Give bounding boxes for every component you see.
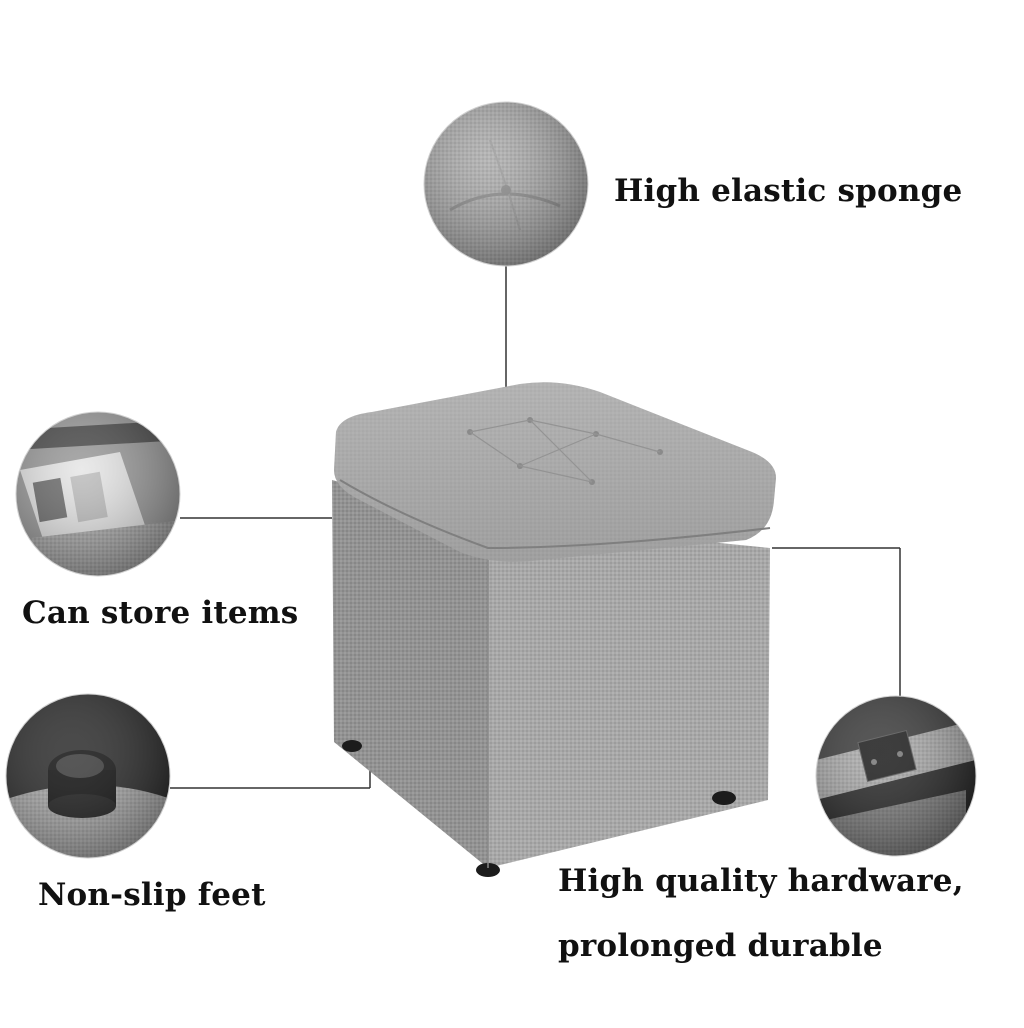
leader-lines [170, 266, 901, 789]
storage-callout: Can store items [22, 595, 299, 631]
hardware-callout-line2: prolonged durable [558, 928, 883, 964]
hardware-callout-line1: High quality hardware, [558, 863, 964, 899]
sponge-detail-icon [423, 101, 589, 267]
hinge-detail-icon [815, 695, 977, 857]
sponge-callout: High elastic sponge [614, 173, 963, 209]
ottoman-stool [332, 382, 776, 877]
feet-callout: Non-slip feet [38, 877, 266, 913]
feet-detail-icon [5, 693, 171, 859]
storage-detail-icon [15, 411, 181, 577]
